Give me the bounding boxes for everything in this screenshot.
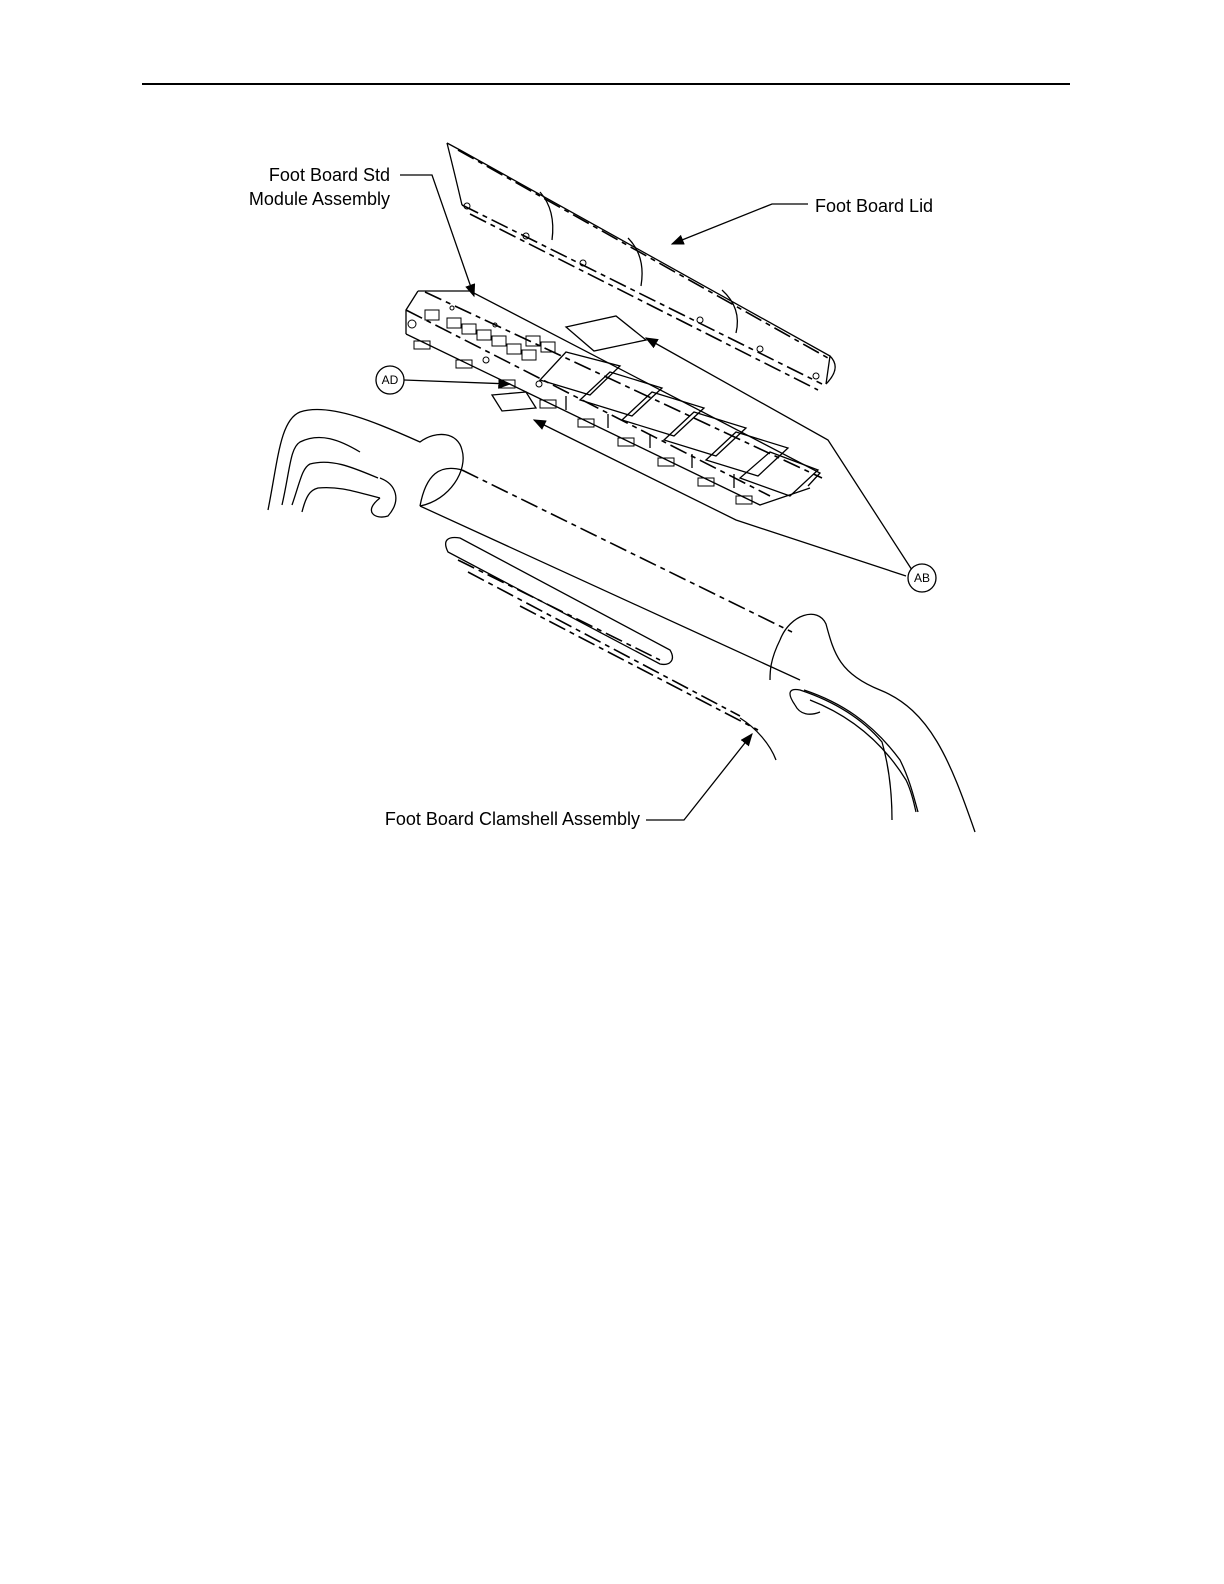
- ab-label-pads: [492, 316, 646, 411]
- clamshell-label: Foot Board Clamshell Assembly: [385, 809, 640, 829]
- bubble-ab: AB: [908, 564, 936, 592]
- foot-board-clamshell: [268, 409, 975, 832]
- bubble-ad: AD: [376, 366, 404, 394]
- bubble-ad-text: AD: [382, 373, 399, 387]
- std-module-label-line1: Foot Board Std: [269, 165, 390, 185]
- foot-board-lid: [447, 143, 835, 390]
- bubble-ab-text: AB: [914, 571, 930, 585]
- leader-lines: [400, 175, 912, 820]
- module-compartments: [540, 352, 818, 496]
- std-module-label-line2: Module Assembly: [249, 189, 390, 209]
- lid-label: Foot Board Lid: [815, 196, 933, 216]
